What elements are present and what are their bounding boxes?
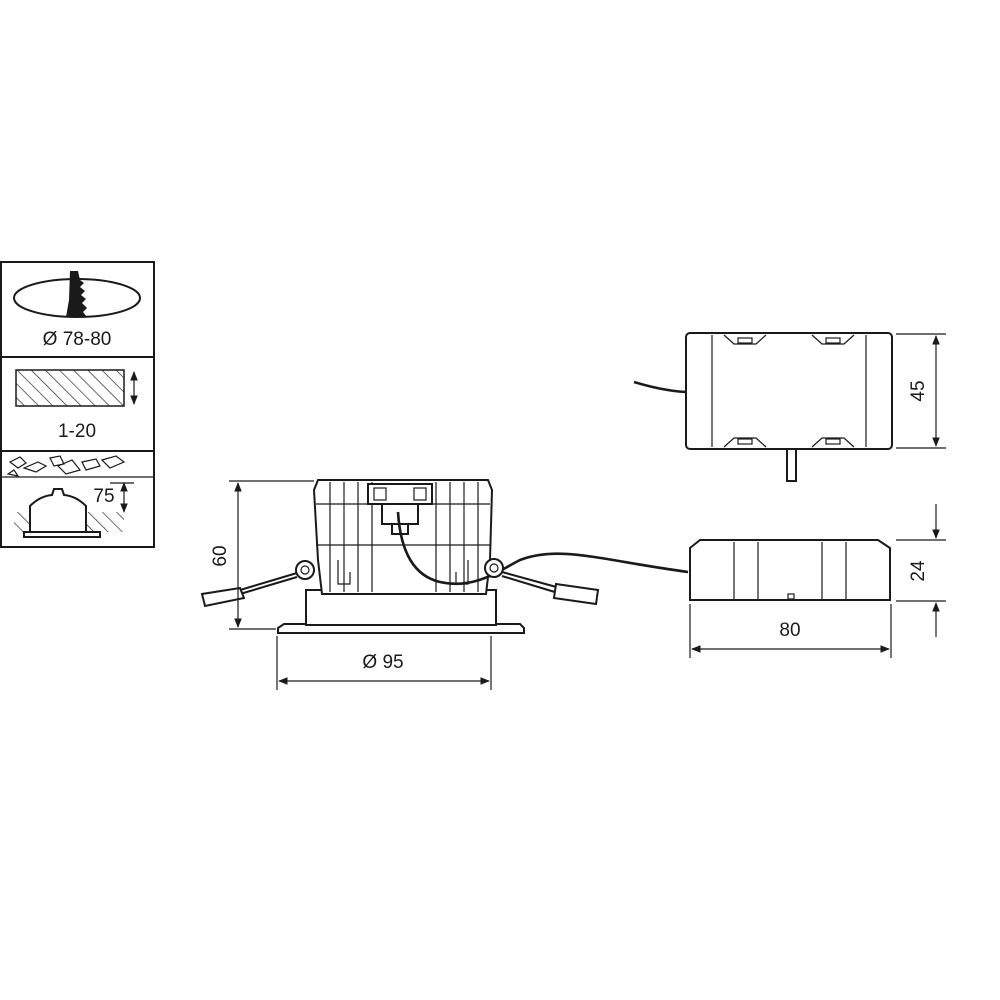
driver-clip-slots <box>723 334 855 448</box>
ceiling-thickness-label: 1-20 <box>58 421 96 442</box>
cutout-saw-icon <box>13 271 141 318</box>
luminaire-diameter-label: Ø 95 <box>362 652 403 673</box>
driver-top-body <box>685 332 893 450</box>
luminaire-side-view: 60 Ø 95 <box>200 479 689 690</box>
driver-tab <box>786 448 797 482</box>
cutout-diameter-label: Ø 78-80 <box>43 329 112 350</box>
driver-top-cable <box>633 380 689 394</box>
driver-length-label: 80 <box>779 620 800 641</box>
installation-panel: Ø 78-80 1-20 75 <box>0 261 155 548</box>
panel-frame <box>0 261 155 548</box>
recess-depth-label: 75 <box>93 486 114 507</box>
luminaire-lower-body <box>305 589 497 626</box>
driver-top-view: 45 <box>633 332 946 482</box>
driver-side-body <box>689 539 891 601</box>
heatsink-fins <box>316 482 490 592</box>
spring-clip-left <box>200 560 315 608</box>
driver-side-view: 24 80 <box>689 504 946 658</box>
luminaire-height-label: 60 <box>210 545 231 566</box>
spring-clip-right <box>484 558 600 606</box>
driver-height-label: 24 <box>908 560 929 582</box>
ceiling-thickness-icon <box>15 369 138 407</box>
luminaire-flange <box>277 623 525 634</box>
recess-depth-icon <box>1 455 154 538</box>
driver-depth-label: 45 <box>908 380 929 401</box>
